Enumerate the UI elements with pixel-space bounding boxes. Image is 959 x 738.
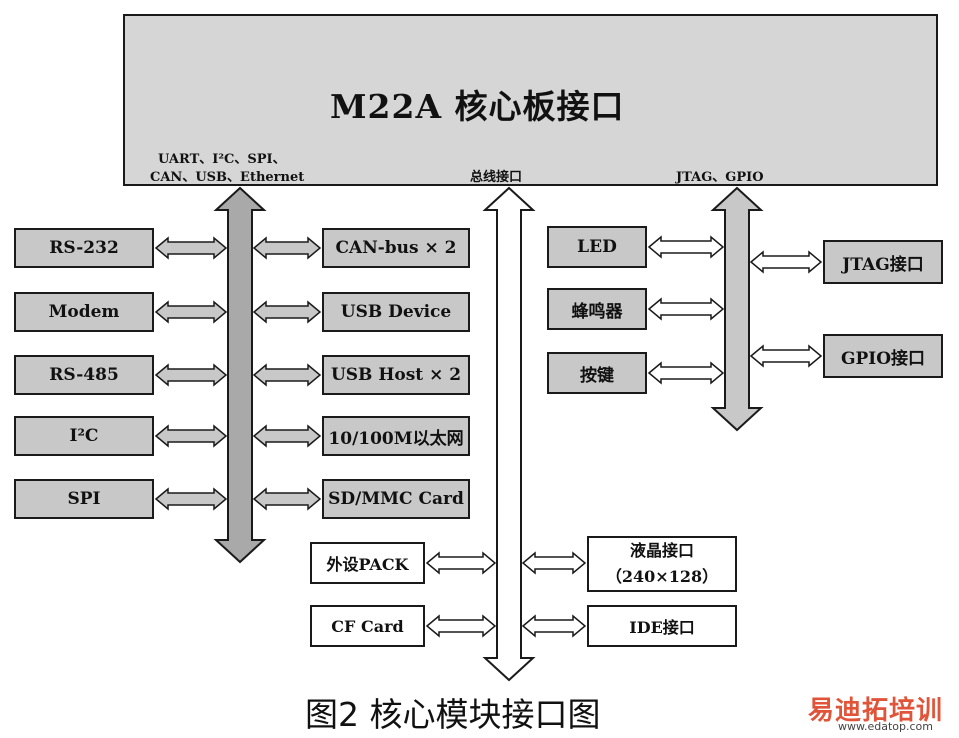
left-column-connector (154, 236, 228, 260)
left-column-connector (154, 487, 228, 511)
system-bus-label: 总线接口 (470, 170, 523, 185)
bus-left-connector (425, 614, 497, 638)
key-box: 按键 (547, 352, 647, 394)
right-inner-connector (647, 297, 725, 321)
i2c-box: I²C (14, 416, 154, 456)
watermark-url: www.edatop.com (838, 720, 933, 733)
bus-right-connector (521, 551, 587, 575)
buzzer-box: 蜂鸣器 (547, 288, 647, 330)
core-board-module (123, 14, 938, 186)
left-column-connector (154, 424, 228, 448)
usb-host-box: USB Host × 2 (322, 355, 470, 395)
left-column-connector (154, 300, 228, 324)
system-bus-arrow (482, 186, 536, 682)
lcd-interface-label: 液晶接口 (629, 541, 694, 560)
peripheral-pack-box: 外设PACK (310, 542, 425, 584)
lcd-resolution-label: （240×128） (605, 567, 719, 586)
ide-interface-box: IDE接口 (587, 605, 737, 647)
modem-box: Modem (14, 292, 154, 332)
gpio-interface-box: GPIO接口 (823, 334, 943, 378)
ethernet-box: 10/100M以太网 (322, 416, 470, 456)
core-board-title: M22A 核心板接口 (330, 87, 625, 126)
bus-left-connector (425, 551, 497, 575)
right-outer-connector (749, 344, 823, 368)
figure-caption: 图2 核心模块接口图 (305, 695, 601, 734)
rs485-box: RS-485 (14, 355, 154, 395)
middle-column-connector (252, 424, 322, 448)
jtag-gpio-bus-arrow (710, 186, 764, 432)
jtag-interface-box: JTAG接口 (823, 240, 943, 284)
rs232-box: RS-232 (14, 228, 154, 268)
bus-right-connector (521, 614, 587, 638)
peripheral-bus-arrow (213, 186, 267, 564)
middle-column-connector (252, 487, 322, 511)
peripheral-bus-label-line2: CAN、USB、Ethernet (150, 170, 305, 185)
lcd-interface-box: 液晶接口 （240×128） (587, 536, 737, 592)
usb-device-box: USB Device (322, 292, 470, 332)
sd-mmc-card-box: SD/MMC Card (322, 479, 470, 519)
middle-column-connector (252, 363, 322, 387)
jtag-gpio-bus-label: JTAG、GPIO (676, 170, 764, 185)
led-box: LED (547, 226, 647, 268)
can-bus-box: CAN-bus × 2 (322, 228, 470, 268)
horizontal-connectors (154, 235, 823, 638)
spi-box: SPI (14, 479, 154, 519)
right-outer-connector (749, 250, 823, 274)
watermark-brand: 易迪拓培训 (808, 696, 944, 726)
middle-column-connector (252, 300, 322, 324)
cf-card-box: CF Card (310, 605, 425, 647)
right-inner-connector (647, 235, 725, 259)
middle-column-connector (252, 236, 322, 260)
right-inner-connector (647, 361, 725, 385)
left-column-connector (154, 363, 228, 387)
peripheral-bus-label-line1: UART、I²C、SPI、 (158, 152, 286, 167)
